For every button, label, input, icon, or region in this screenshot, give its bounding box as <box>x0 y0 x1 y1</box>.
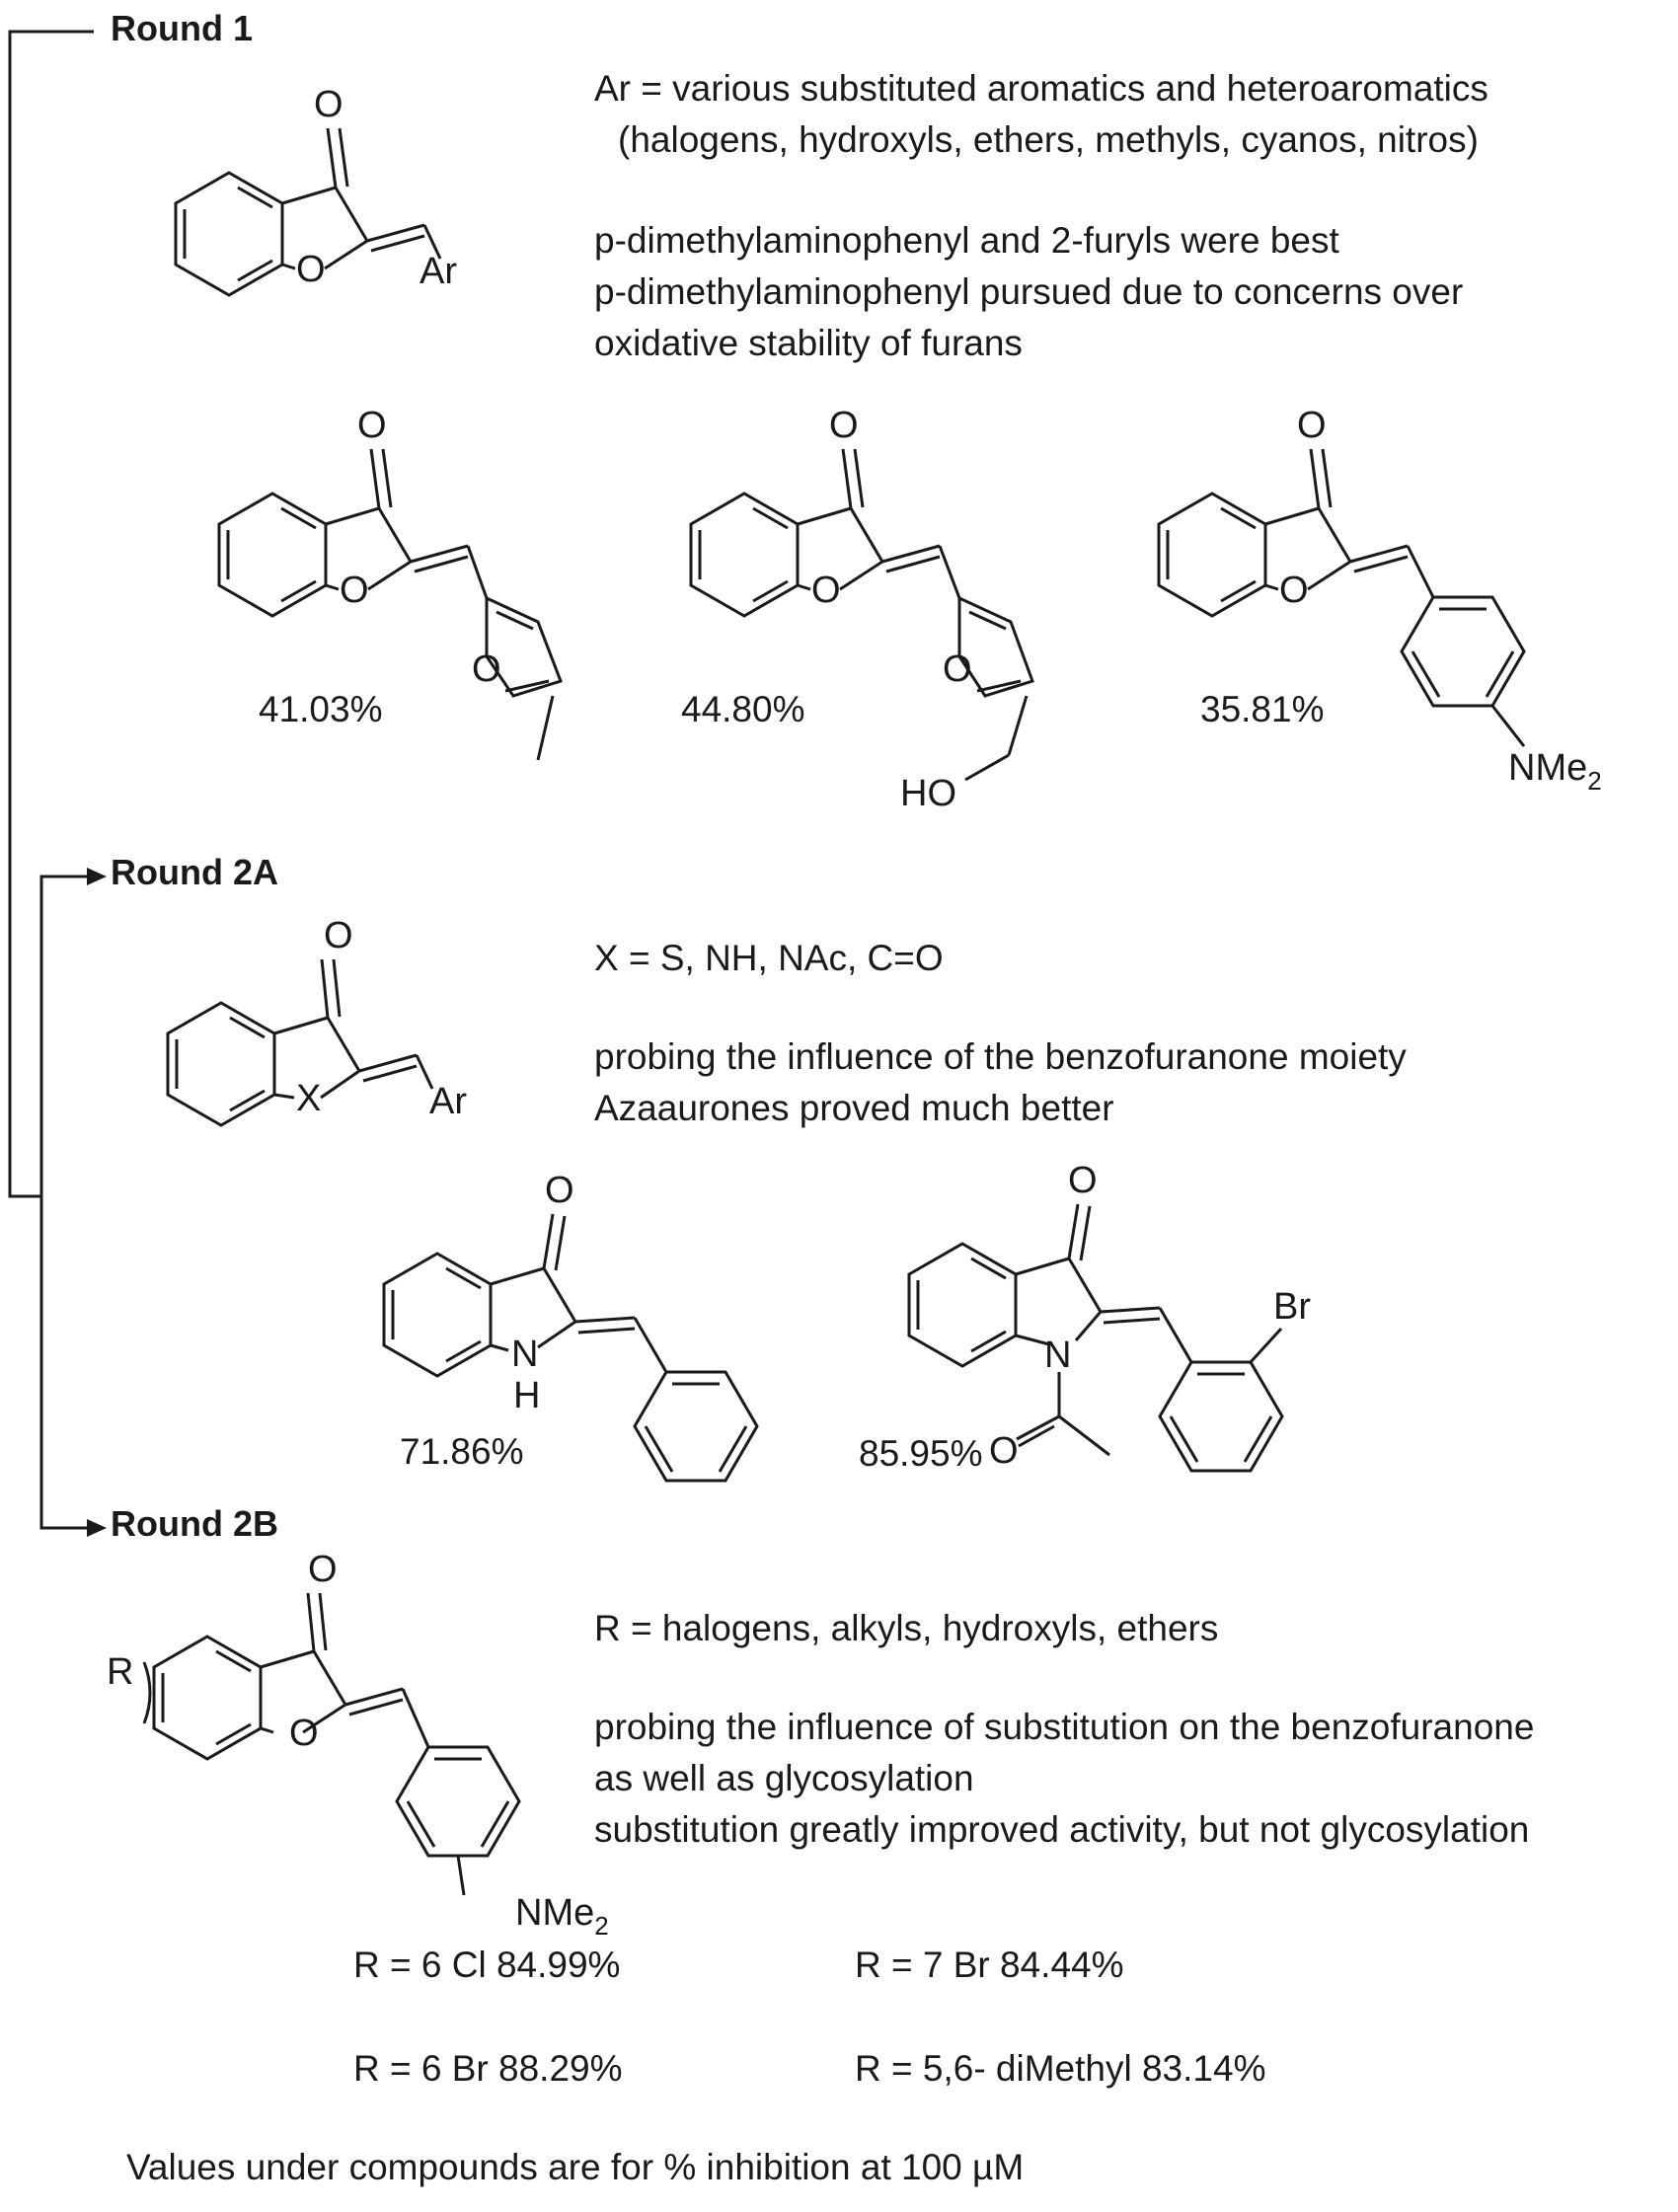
atom-label: O <box>989 1430 1019 1472</box>
round-1-heading: Round 1 <box>111 8 253 48</box>
r1-desc-line: (halogens, hydroxyls, ethers, methyls, c… <box>618 119 1479 160</box>
atom-label: O <box>296 249 326 290</box>
atom-label: O <box>1068 1160 1098 1201</box>
r2b-desc-line: substitution greatly improved activity, … <box>594 1809 1530 1850</box>
structure-r1-compound-2: O O O HO <box>689 405 1034 814</box>
atom-label: Br <box>1273 1286 1311 1328</box>
flow-bracket <box>8 30 107 1537</box>
r1-desc-line: p-dimethylaminophenyl pursued due to con… <box>594 271 1464 312</box>
atom-label: N <box>511 1334 538 1375</box>
r2b-desc-line: as well as glycosylation <box>594 1758 974 1798</box>
svg-text:NMe2: NMe2 <box>515 1892 609 1941</box>
atom-label: O <box>472 648 501 690</box>
atom-label: O <box>308 1549 338 1590</box>
atom-label: X <box>296 1078 321 1119</box>
r2b-desc-line: probing the influence of substitution on… <box>594 1707 1535 1747</box>
r1-compound-3-inhibition: 35.81% <box>1200 689 1325 729</box>
r2b-result: R = 6 Br 88.29% <box>353 2048 623 2089</box>
subscript: 2 <box>1587 766 1601 796</box>
atom-label: O <box>314 84 343 125</box>
footnote: Values under compounds are for % inhibit… <box>126 2142 1024 2193</box>
atom-label: O <box>545 1170 574 1211</box>
structure-r1-compound-1: O O O <box>217 405 563 761</box>
atom-label: NMe <box>1508 747 1587 789</box>
r2a-compound-1-inhibition: 71.86% <box>400 1431 524 1472</box>
round-2a-heading: Round 2A <box>111 852 278 892</box>
round-2b-heading: Round 2B <box>111 1503 278 1544</box>
atom-label: O <box>289 1713 319 1754</box>
structure-r2a-general: O X Ar <box>166 915 467 1127</box>
atom-label: O <box>1279 570 1309 611</box>
atom-label: HO <box>900 773 956 814</box>
r2a-desc-line: X = S, NH, NAc, C=O <box>594 938 944 978</box>
footnote-text: Values under compounds are for % inhibit… <box>126 2147 973 2187</box>
r2a-compound-2-inhibition: 85.95% <box>859 1433 983 1474</box>
structure-r1-compound-3: O O NMe2 <box>1157 405 1602 796</box>
r1-desc-line: p-dimethylaminophenyl and 2-furyls were … <box>594 220 1339 261</box>
r2a-desc-line: Azaaurones proved much better <box>594 1088 1114 1128</box>
r2a-desc-line: probing the influence of the benzofurano… <box>594 1036 1407 1077</box>
atom-label: Ar <box>420 251 457 292</box>
r1-compound-2-inhibition: 44.80% <box>681 689 805 729</box>
atom-label: O <box>324 915 353 956</box>
atom-label: Ar <box>429 1081 467 1122</box>
r2b-result: R = 5,6- diMethyl 83.14% <box>855 2048 1266 2089</box>
atom-label: NMe <box>515 1892 594 1934</box>
r1-desc-line: oxidative stability of furans <box>594 323 1023 363</box>
atom-label: N <box>1044 1335 1071 1376</box>
r1-desc-line: Ar = various substituted aromatics and h… <box>594 68 1488 109</box>
atom-label: H <box>513 1375 540 1416</box>
atom-label: O <box>829 405 859 446</box>
r2b-result: R = 6 Cl 84.99% <box>353 1945 621 1985</box>
atom-label: R <box>107 1651 133 1693</box>
structure-r2a-compound-2: O N Br O <box>907 1160 1311 1473</box>
r2b-desc-line: R = halogens, alkyls, hydroxyls, ethers <box>594 1608 1219 1648</box>
r1-compound-1-inhibition: 41.03% <box>259 689 383 729</box>
r2b-result: R = 7 Br 84.44% <box>855 1945 1124 1985</box>
svg-text:NMe2: NMe2 <box>1508 747 1602 796</box>
atom-label: O <box>943 648 972 690</box>
atom-label: O <box>1297 405 1327 446</box>
structure-r2a-compound-1: O N H <box>382 1170 759 1483</box>
structure-r1-general: O O Ar <box>174 84 457 297</box>
footnote-unit: µM <box>972 2147 1025 2187</box>
atom-label: O <box>811 570 841 611</box>
atom-label: O <box>357 405 387 446</box>
atom-label: O <box>340 570 369 611</box>
subscript: 2 <box>594 1911 608 1941</box>
structure-r2b-general: O O R NMe2 <box>107 1549 609 1941</box>
